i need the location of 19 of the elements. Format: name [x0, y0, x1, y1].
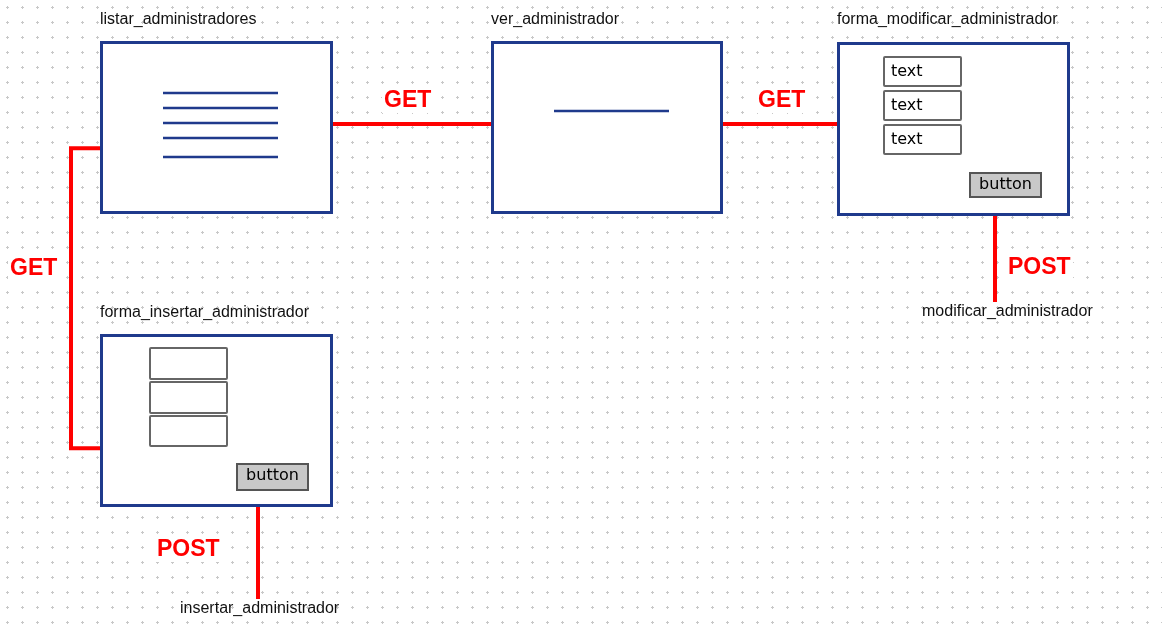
input-field — [149, 347, 228, 380]
connector-line — [333, 122, 491, 126]
text-field: text — [883, 90, 962, 121]
connector-line — [256, 507, 260, 599]
input-field — [149, 381, 228, 414]
page-title: forma_insertar_administrador — [100, 303, 309, 321]
connector-line — [993, 216, 997, 302]
endpoint-name: insertar_administrador — [180, 599, 402, 621]
page-title: forma_modificar_administrador — [837, 10, 1058, 28]
form-button: button — [236, 463, 309, 491]
connector-line — [723, 122, 837, 126]
page-title: ver_administrador — [491, 10, 620, 28]
text-field: text — [883, 124, 962, 155]
input-field — [149, 415, 228, 447]
endpoint-name: modificar_administrador — [922, 302, 1158, 324]
page-title: listar_administradores — [100, 10, 257, 28]
text-field: text — [883, 56, 962, 87]
connector-line — [69, 146, 100, 451]
form-button: button — [969, 172, 1042, 198]
